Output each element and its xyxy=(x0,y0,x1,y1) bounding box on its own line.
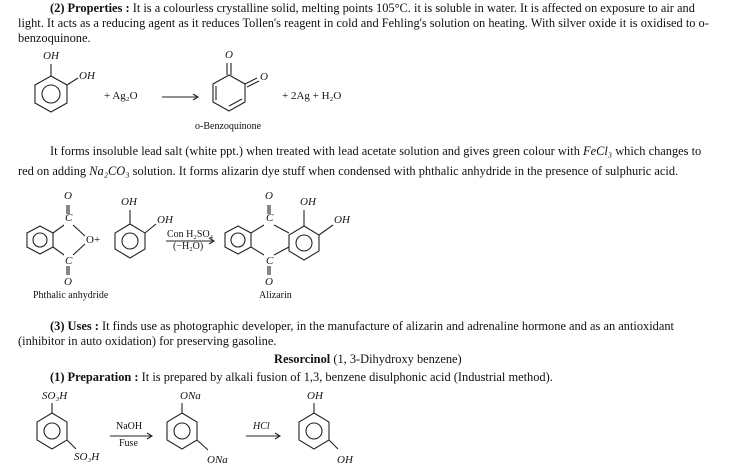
lead-salt-text-1-end: which changes to xyxy=(612,144,702,158)
lead-salt-text-1: It forms insoluble lead salt (white ppt.… xyxy=(50,144,580,158)
uses-line-2: (inhibitor in auto oxidation) for preser… xyxy=(18,334,277,348)
lead-salt-text-2b: solution. It forms alizarin dye stuff wh… xyxy=(129,164,679,178)
alizarin-caption: Alizarin xyxy=(259,290,292,301)
catechol-structure-2 xyxy=(114,210,157,259)
lead-salt-line-1: It forms insoluble lead salt (white ppt.… xyxy=(50,143,701,159)
reaction-arrow-3 xyxy=(110,432,154,440)
benzoquinone-structure xyxy=(212,63,260,112)
phthalic-anhydride-caption: Phthalic anhydride xyxy=(33,290,109,301)
naoh-label: NaOH xyxy=(116,421,143,432)
disulphonic-acid-structure xyxy=(36,403,77,450)
resorcinol-structure xyxy=(298,403,339,450)
na2co3-formula: Na₂CO₃ xyxy=(89,164,130,178)
anhydride-o-bottom: O xyxy=(64,276,72,288)
preparation-heading: (1) Preparation : xyxy=(50,370,139,384)
ona-label-bottom: ONa xyxy=(207,454,228,466)
uses-text-1: It finds use as photographic developer, … xyxy=(98,319,674,333)
anhydride-o-top: O xyxy=(64,190,72,202)
oh-label-bottom: OH xyxy=(337,454,353,466)
oh-label-a: OH xyxy=(121,196,137,208)
hcl-label: HCl xyxy=(253,421,270,432)
preparation-text: It is prepared by alkali fusion of 1,3, … xyxy=(138,370,553,384)
oh-label-1: OH xyxy=(43,50,59,62)
benzoquinone-caption: o-Benzoquinone xyxy=(195,121,262,132)
properties-line-1: (2) Properties : It is a colourless crys… xyxy=(50,0,695,16)
uses-line-1: (3) Uses : It finds use as photographic … xyxy=(50,318,674,334)
properties-heading: (2) Properties : xyxy=(50,1,130,15)
products-label: + 2Ag + H₂O xyxy=(282,90,342,102)
anhydride-c-bottom: C xyxy=(65,255,73,267)
resorcinol-subtitle: (1, 3-Dihydroxy benzene) xyxy=(330,352,462,366)
reaction-arrow-2 xyxy=(166,237,216,245)
oh-label-top: OH xyxy=(307,390,323,402)
uses-heading: (3) Uses : xyxy=(50,319,99,333)
ona-label-top: ONa xyxy=(180,390,201,402)
properties-text-1: It is a colourless crystalline solid, me… xyxy=(129,1,695,15)
phthalic-anhydride-structure xyxy=(26,205,86,275)
quinone-o-right: O xyxy=(260,71,268,83)
alizarin-o-top: O xyxy=(265,190,273,202)
oh-label-2: OH xyxy=(79,70,95,82)
reagent-label: + Ag₂O xyxy=(104,90,138,102)
properties-line-3: benzoquinone. xyxy=(18,31,91,45)
oh-label-d: OH xyxy=(334,214,350,226)
resorcinol-heading: Resorcinol (1, 3-Dihydroxy benzene) xyxy=(274,351,462,367)
alizarin-c-top: C xyxy=(266,212,274,224)
condition-water: (−H₂O) xyxy=(173,241,204,252)
catechol-structure xyxy=(34,64,79,113)
sodium-phenoxide-structure xyxy=(166,403,209,451)
lead-salt-line-2: red on adding Na₂CO₃ solution. It forms … xyxy=(18,163,678,179)
quinone-o-top: O xyxy=(225,49,233,61)
oh-label-c: OH xyxy=(300,196,316,208)
alizarin-structure xyxy=(224,205,334,275)
condition-acid: Con H₂SO₄ xyxy=(167,229,214,240)
oh-label-b: OH xyxy=(157,214,173,226)
fecl3-formula: FeCl₃ xyxy=(583,144,613,158)
so3h-label-bottom: SO₃H xyxy=(74,451,100,463)
so3h-label-top: SO₃H xyxy=(42,390,68,402)
lead-salt-text-2a: red on adding xyxy=(18,164,87,178)
reaction-arrow-1 xyxy=(162,93,200,101)
alizarin-c-bottom: C xyxy=(266,255,274,267)
properties-line-2: light. It acts as a reducing agent as it… xyxy=(18,16,709,30)
fuse-label: Fuse xyxy=(119,438,138,449)
alizarin-o-bottom: O xyxy=(265,276,273,288)
resorcinol-title: Resorcinol xyxy=(274,352,331,366)
reaction-arrow-4 xyxy=(246,432,282,440)
anhydride-o-ring: O+ xyxy=(86,234,101,246)
preparation-line: (1) Preparation : It is prepared by alka… xyxy=(50,369,553,385)
anhydride-c-top: C xyxy=(65,212,73,224)
